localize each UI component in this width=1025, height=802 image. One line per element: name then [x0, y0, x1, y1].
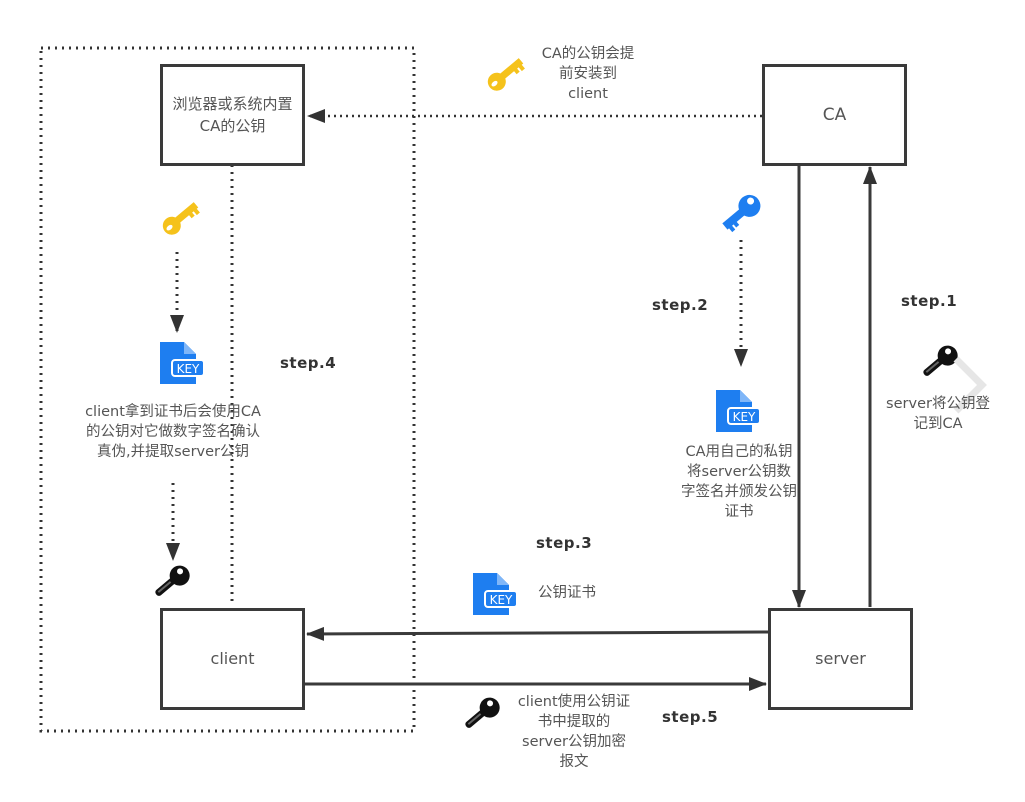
- server-label: server: [815, 649, 866, 668]
- server-to-client-arrow: [306, 626, 769, 641]
- svg-text:KEY: KEY: [733, 410, 756, 424]
- step-1-label: step.1: [901, 292, 958, 310]
- step-2-label: step.2: [652, 296, 709, 314]
- certificate-file-icon: KEY: [160, 342, 205, 384]
- client-side-boundary: [39, 46, 416, 733]
- server-box[interactable]: server: [768, 608, 913, 710]
- ca-sign-note: CA用自己的私钥将server公钥数字签名并颁发公钥证书: [681, 444, 797, 520]
- black-key-icon: [923, 345, 958, 376]
- step-5-label: step.5: [662, 708, 719, 726]
- builtin-ca-key-label: 浏览器或系统内置CA的公钥: [172, 95, 293, 135]
- server-register-note: server将公钥登记到CA: [886, 396, 990, 432]
- client-encrypt-note: client使用公钥证书中提取的server公钥加密报文: [517, 694, 631, 770]
- client-label: client: [210, 649, 255, 668]
- svg-text:KEY: KEY: [177, 362, 200, 376]
- builtin-ca-key-box[interactable]: 浏览器或系统内置CA的公钥: [160, 64, 305, 166]
- ca-label: CA: [822, 105, 847, 125]
- client-verify-note: client拿到证书后会使用CA的公钥对它做数字签名确认真伪,并提取server…: [85, 404, 261, 460]
- blue-key-icon: [722, 194, 761, 233]
- svg-text:KEY: KEY: [490, 593, 513, 607]
- chevron-right-icon[interactable]: [950, 355, 990, 415]
- certificate-file-icon: KEY: [473, 573, 518, 615]
- black-key-icon: [155, 565, 190, 596]
- gold-key-icon: [487, 58, 525, 91]
- certificate-file-icon: KEY: [716, 390, 761, 432]
- step-3-label: step.3: [536, 534, 593, 552]
- client-box[interactable]: client: [160, 608, 305, 710]
- black-key-icon: [465, 697, 500, 728]
- gold-key-icon: [162, 202, 200, 235]
- ca-box[interactable]: CA: [762, 64, 907, 166]
- certificate-note: 公钥证书: [538, 585, 596, 601]
- step-4-label: step.4: [280, 354, 337, 372]
- ca-key-preinstalled-note: CA的公钥会提前安装到client: [541, 46, 635, 102]
